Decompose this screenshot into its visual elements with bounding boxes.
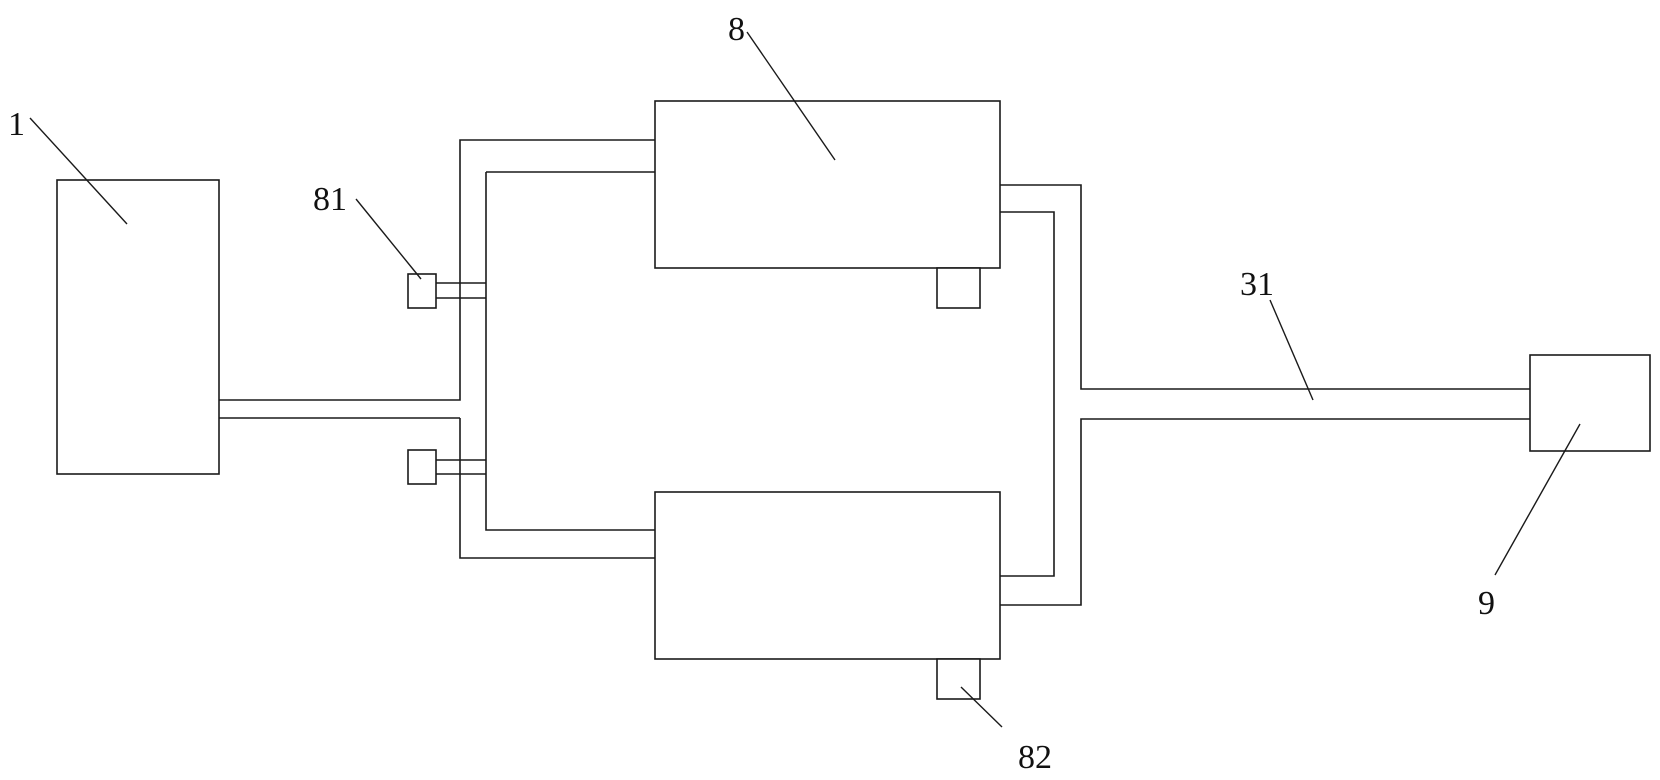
leader-8 [746,31,836,161]
valve-81 [407,273,486,309]
return-pipes [1000,184,1530,606]
label-81: 81 [313,181,347,218]
label-1: 1 [8,106,25,143]
leader-31 [1269,299,1314,401]
component-1-box [56,179,220,475]
lower-unit-box [654,491,1001,660]
label-82: 82 [1018,739,1052,776]
component-8-box [654,100,1001,269]
leader-9 [1494,423,1581,576]
leader-lines [29,31,1581,728]
component-9-box [1529,354,1651,452]
label-31: 31 [1240,266,1274,303]
feed-pipe [219,139,655,559]
component-8-foot [936,267,981,309]
label-8: 8 [728,11,745,48]
valve-lower-branch [407,449,486,485]
label-9: 9 [1478,585,1495,622]
leader-82 [960,686,1003,728]
leader-81 [355,198,422,280]
leader-1 [29,117,128,225]
component-82-foot [936,658,981,700]
